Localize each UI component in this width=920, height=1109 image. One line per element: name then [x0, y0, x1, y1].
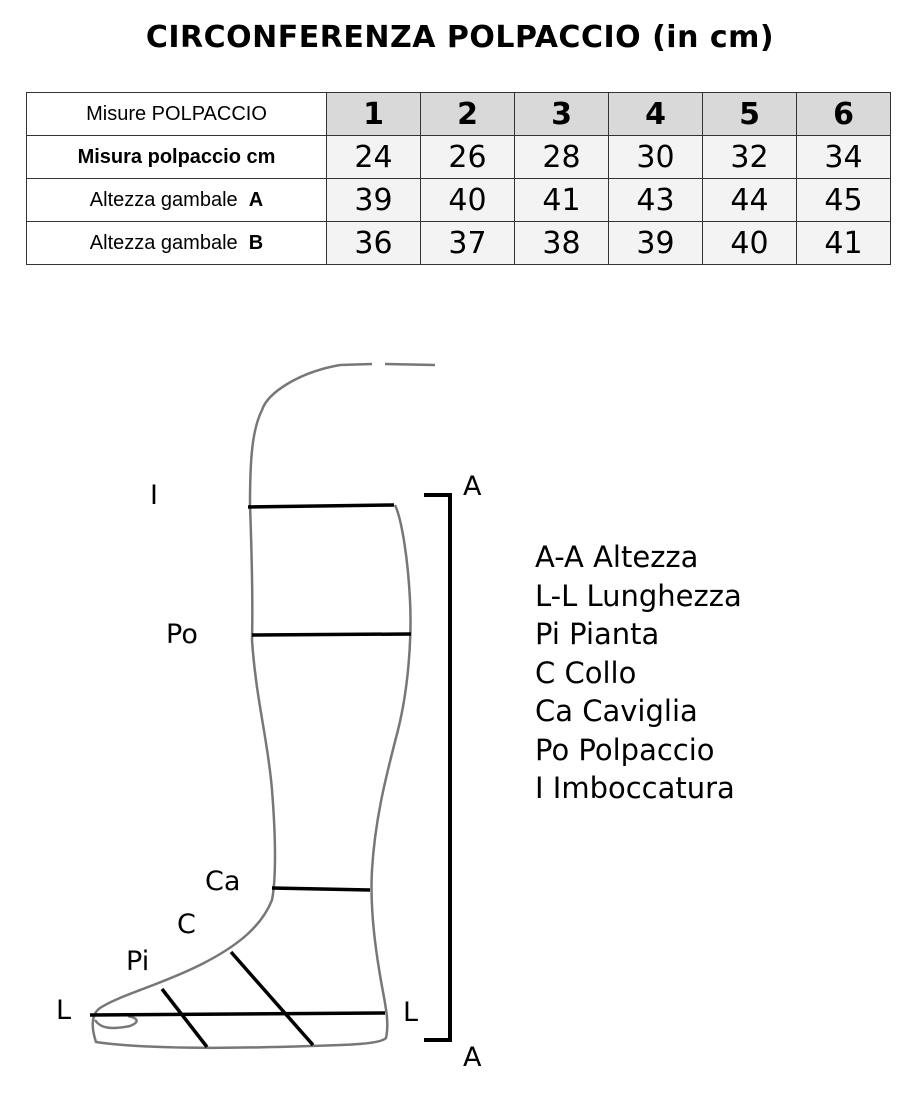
legend-item: I Imboccatura [535, 771, 735, 805]
table-cell: 39 [608, 221, 703, 265]
table-cell: 40 [420, 178, 515, 222]
row-label-text: Altezza gambale [89, 188, 244, 211]
size-header: 4 [608, 92, 703, 136]
table-cell: 37 [420, 221, 515, 265]
table-cell: 26 [420, 135, 515, 179]
table-cell: 24 [326, 135, 421, 179]
label-c: C [177, 909, 196, 940]
table-cell: 28 [514, 135, 609, 179]
table-cell: 44 [702, 178, 797, 222]
legend-item: L-L Lunghezza [535, 578, 742, 613]
table-cell: 34 [796, 135, 891, 179]
legend-item: Pi Pianta [535, 617, 660, 651]
table-cell: 41 [514, 178, 609, 222]
table-cell: 32 [702, 135, 797, 179]
table-cell: 40 [702, 221, 797, 265]
page-title: CIRCONFERENZA POLPACCIO (in cm) [145, 20, 775, 55]
size-header: 6 [796, 92, 891, 136]
table-cell: 30 [608, 135, 703, 179]
label-i: I [150, 480, 158, 511]
height-bracket [424, 493, 452, 1042]
legend-item: Ca Caviglia [535, 694, 698, 728]
legend-item: Po Polpaccio [535, 732, 715, 767]
row-label-suffix: A [248, 188, 264, 211]
label-ca: Ca [205, 866, 240, 897]
table-header-row: Misure POLPACCIO 1 2 3 4 5 6 [26, 92, 891, 136]
leg-outline [91, 362, 436, 1050]
row-label-text: Misura polpaccio cm [77, 145, 276, 168]
label-a-bottom: A [463, 1042, 482, 1073]
row-label: Misura polpaccio cm [26, 135, 327, 179]
label-l-left: L [56, 995, 71, 1026]
label-pi: Pi [126, 946, 149, 977]
table-row: Altezza gambale B 36 37 38 39 40 41 [26, 221, 891, 265]
header-label: Misure POLPACCIO [26, 92, 327, 136]
size-header: 3 [514, 92, 609, 136]
label-po: Po [166, 619, 198, 650]
row-label-suffix: B [248, 231, 264, 254]
legend-item: A-A Altezza [535, 540, 699, 574]
size-header: 5 [702, 92, 797, 136]
row-label-text: Altezza gambale [89, 231, 244, 254]
size-table: Misure POLPACCIO 1 2 3 4 5 6 Misura polp… [26, 92, 891, 265]
table-cell: 41 [796, 221, 891, 265]
table-cell: 43 [608, 178, 703, 222]
legend: A-A Altezza L-L Lunghezza Pi Pianta C Co… [535, 538, 742, 808]
legend-item: C Collo [535, 655, 637, 690]
table-cell: 36 [326, 221, 421, 265]
table-cell: 39 [326, 178, 421, 222]
measure-lines [89, 503, 412, 1049]
label-a-top: A [463, 471, 482, 502]
size-header: 1 [326, 92, 421, 136]
row-label: Altezza gambale B [26, 221, 327, 265]
table-row: Misura polpaccio cm 24 26 28 30 32 34 [26, 135, 891, 179]
label-l-right: L [403, 997, 418, 1028]
